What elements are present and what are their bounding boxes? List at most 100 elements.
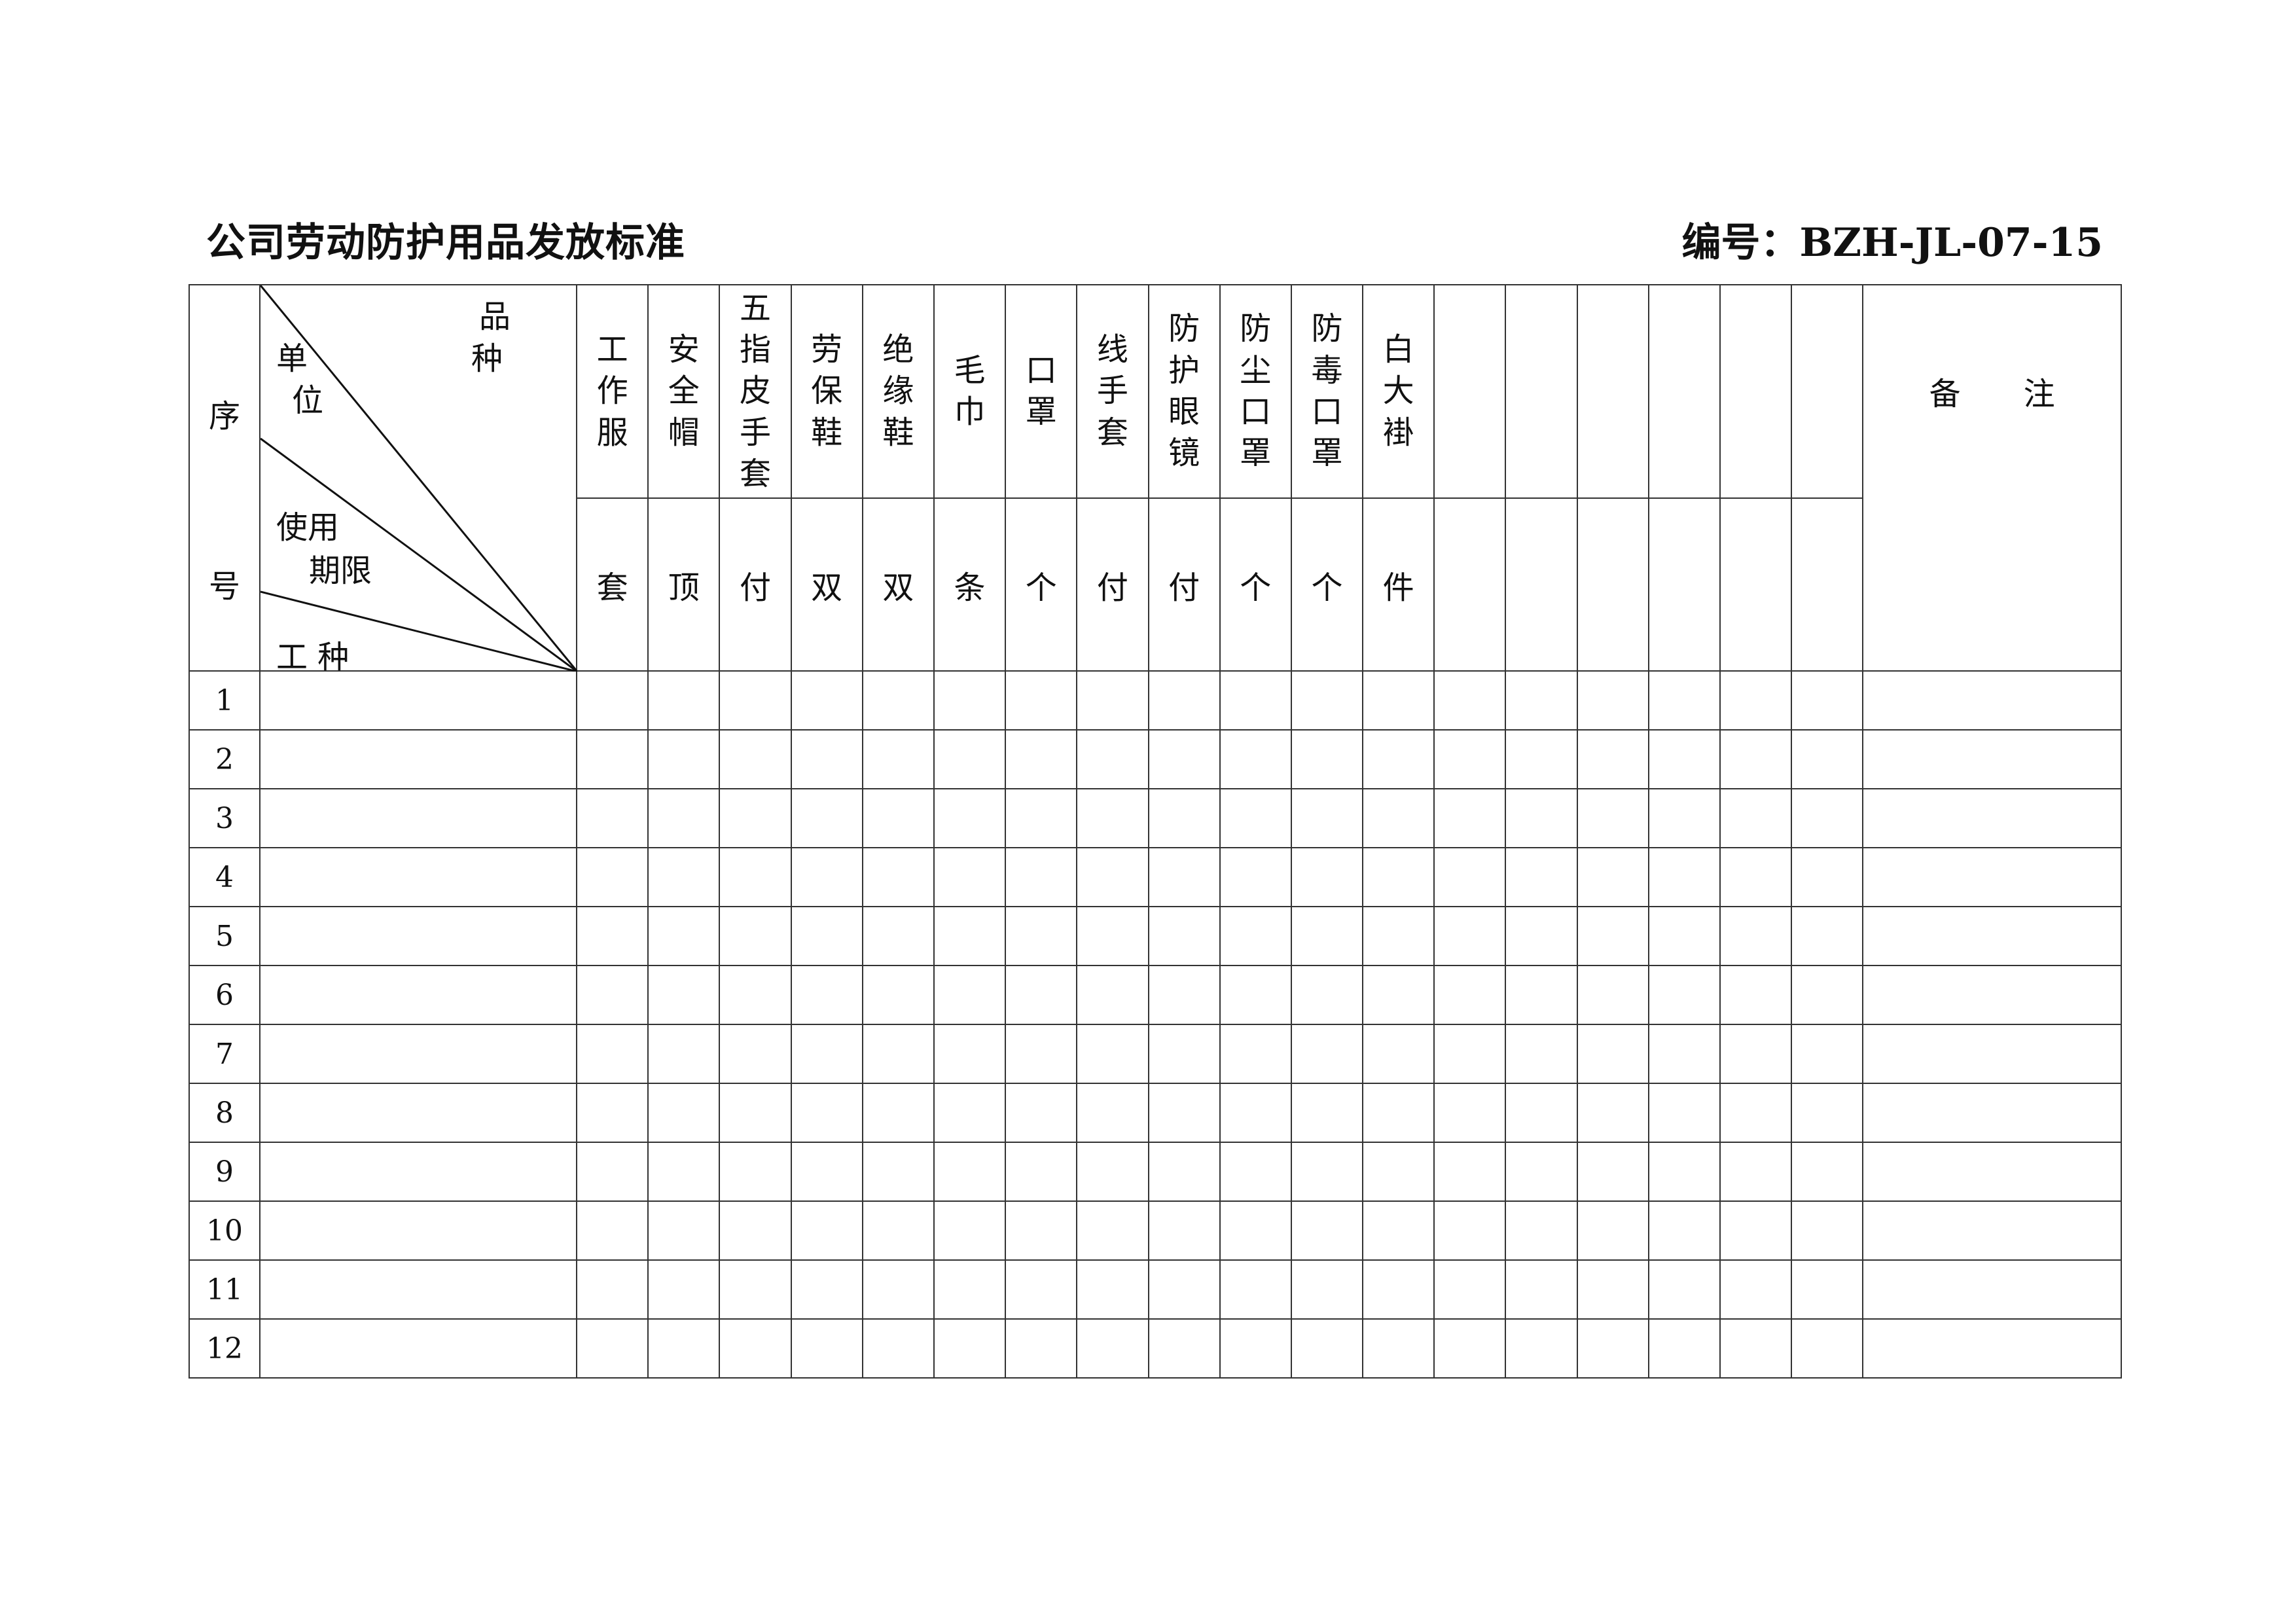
quantity-cell[interactable] — [719, 1318, 792, 1379]
quantity-cell[interactable] — [1791, 906, 1864, 966]
quantity-cell[interactable] — [933, 1024, 1007, 1084]
quantity-cell[interactable] — [790, 1200, 863, 1261]
quantity-cell[interactable] — [861, 1083, 935, 1143]
quantity-cell[interactable] — [790, 1318, 863, 1379]
quantity-cell[interactable] — [575, 729, 649, 789]
quantity-cell[interactable] — [575, 1259, 649, 1320]
quantity-cell[interactable] — [575, 1318, 649, 1379]
quantity-cell[interactable] — [1147, 906, 1221, 966]
quantity-cell[interactable] — [790, 788, 863, 848]
quantity-cell[interactable] — [1791, 1083, 1864, 1143]
quantity-cell[interactable] — [1219, 670, 1292, 731]
quantity-cell[interactable] — [933, 965, 1007, 1025]
quantity-cell[interactable] — [1647, 1083, 1721, 1143]
quantity-cell[interactable] — [1147, 1259, 1221, 1320]
quantity-cell[interactable] — [1219, 1142, 1292, 1202]
job-type-cell[interactable] — [259, 906, 577, 966]
quantity-cell[interactable] — [1076, 1083, 1149, 1143]
quantity-cell[interactable] — [1290, 1142, 1364, 1202]
quantity-cell[interactable] — [1147, 847, 1221, 907]
remark-cell[interactable] — [1862, 1024, 2122, 1084]
quantity-cell[interactable] — [1433, 1142, 1507, 1202]
quantity-cell[interactable] — [1505, 1142, 1578, 1202]
quantity-cell[interactable] — [1433, 1318, 1507, 1379]
quantity-cell[interactable] — [790, 965, 863, 1025]
quantity-cell[interactable] — [1647, 1142, 1721, 1202]
remark-cell[interactable] — [1862, 965, 2122, 1025]
quantity-cell[interactable] — [647, 847, 721, 907]
quantity-cell[interactable] — [575, 788, 649, 848]
quantity-cell[interactable] — [1005, 965, 1078, 1025]
quantity-cell[interactable] — [1791, 1259, 1864, 1320]
quantity-cell[interactable] — [1433, 670, 1507, 731]
quantity-cell[interactable] — [1290, 1259, 1364, 1320]
quantity-cell[interactable] — [1290, 1024, 1364, 1084]
quantity-cell[interactable] — [1219, 906, 1292, 966]
quantity-cell[interactable] — [933, 729, 1007, 789]
quantity-cell[interactable] — [1791, 1142, 1864, 1202]
quantity-cell[interactable] — [1219, 847, 1292, 907]
quantity-cell[interactable] — [790, 1024, 863, 1084]
quantity-cell[interactable] — [861, 1200, 935, 1261]
quantity-cell[interactable] — [1505, 1318, 1578, 1379]
quantity-cell[interactable] — [1147, 788, 1221, 848]
quantity-cell[interactable] — [1719, 788, 1793, 848]
quantity-cell[interactable] — [1005, 847, 1078, 907]
quantity-cell[interactable] — [647, 670, 721, 731]
quantity-cell[interactable] — [1076, 847, 1149, 907]
quantity-cell[interactable] — [1290, 1083, 1364, 1143]
quantity-cell[interactable] — [1147, 1200, 1221, 1261]
job-type-cell[interactable] — [259, 1142, 577, 1202]
quantity-cell[interactable] — [1147, 965, 1221, 1025]
quantity-cell[interactable] — [1719, 729, 1793, 789]
quantity-cell[interactable] — [1647, 965, 1721, 1025]
quantity-cell[interactable] — [1719, 965, 1793, 1025]
quantity-cell[interactable] — [1076, 965, 1149, 1025]
quantity-cell[interactable] — [1647, 1024, 1721, 1084]
quantity-cell[interactable] — [1290, 1318, 1364, 1379]
quantity-cell[interactable] — [861, 847, 935, 907]
quantity-cell[interactable] — [719, 847, 792, 907]
quantity-cell[interactable] — [933, 1200, 1007, 1261]
quantity-cell[interactable] — [1647, 847, 1721, 907]
quantity-cell[interactable] — [1362, 1083, 1435, 1143]
quantity-cell[interactable] — [1147, 1142, 1221, 1202]
quantity-cell[interactable] — [790, 1259, 863, 1320]
quantity-cell[interactable] — [1433, 847, 1507, 907]
quantity-cell[interactable] — [647, 906, 721, 966]
quantity-cell[interactable] — [575, 847, 649, 907]
quantity-cell[interactable] — [1362, 1259, 1435, 1320]
remark-cell[interactable] — [1862, 1318, 2122, 1379]
quantity-cell[interactable] — [1005, 906, 1078, 966]
quantity-cell[interactable] — [933, 906, 1007, 966]
quantity-cell[interactable] — [1076, 1200, 1149, 1261]
quantity-cell[interactable] — [1791, 788, 1864, 848]
quantity-cell[interactable] — [1791, 965, 1864, 1025]
quantity-cell[interactable] — [1433, 1200, 1507, 1261]
quantity-cell[interactable] — [1219, 1259, 1292, 1320]
quantity-cell[interactable] — [575, 906, 649, 966]
quantity-cell[interactable] — [1076, 1318, 1149, 1379]
quantity-cell[interactable] — [1576, 1024, 1649, 1084]
quantity-cell[interactable] — [1576, 965, 1649, 1025]
quantity-cell[interactable] — [575, 1083, 649, 1143]
remark-cell[interactable] — [1862, 906, 2122, 966]
quantity-cell[interactable] — [1576, 1083, 1649, 1143]
quantity-cell[interactable] — [1290, 788, 1364, 848]
quantity-cell[interactable] — [1219, 965, 1292, 1025]
quantity-cell[interactable] — [1362, 965, 1435, 1025]
job-type-cell[interactable] — [259, 1318, 577, 1379]
quantity-cell[interactable] — [1005, 1200, 1078, 1261]
quantity-cell[interactable] — [647, 1024, 721, 1084]
quantity-cell[interactable] — [933, 670, 1007, 731]
quantity-cell[interactable] — [1505, 670, 1578, 731]
quantity-cell[interactable] — [1005, 1024, 1078, 1084]
quantity-cell[interactable] — [1147, 670, 1221, 731]
quantity-cell[interactable] — [1005, 788, 1078, 848]
quantity-cell[interactable] — [1647, 788, 1721, 848]
remark-cell[interactable] — [1862, 1142, 2122, 1202]
quantity-cell[interactable] — [1290, 906, 1364, 966]
quantity-cell[interactable] — [1076, 1142, 1149, 1202]
job-type-cell[interactable] — [259, 1200, 577, 1261]
quantity-cell[interactable] — [575, 1024, 649, 1084]
